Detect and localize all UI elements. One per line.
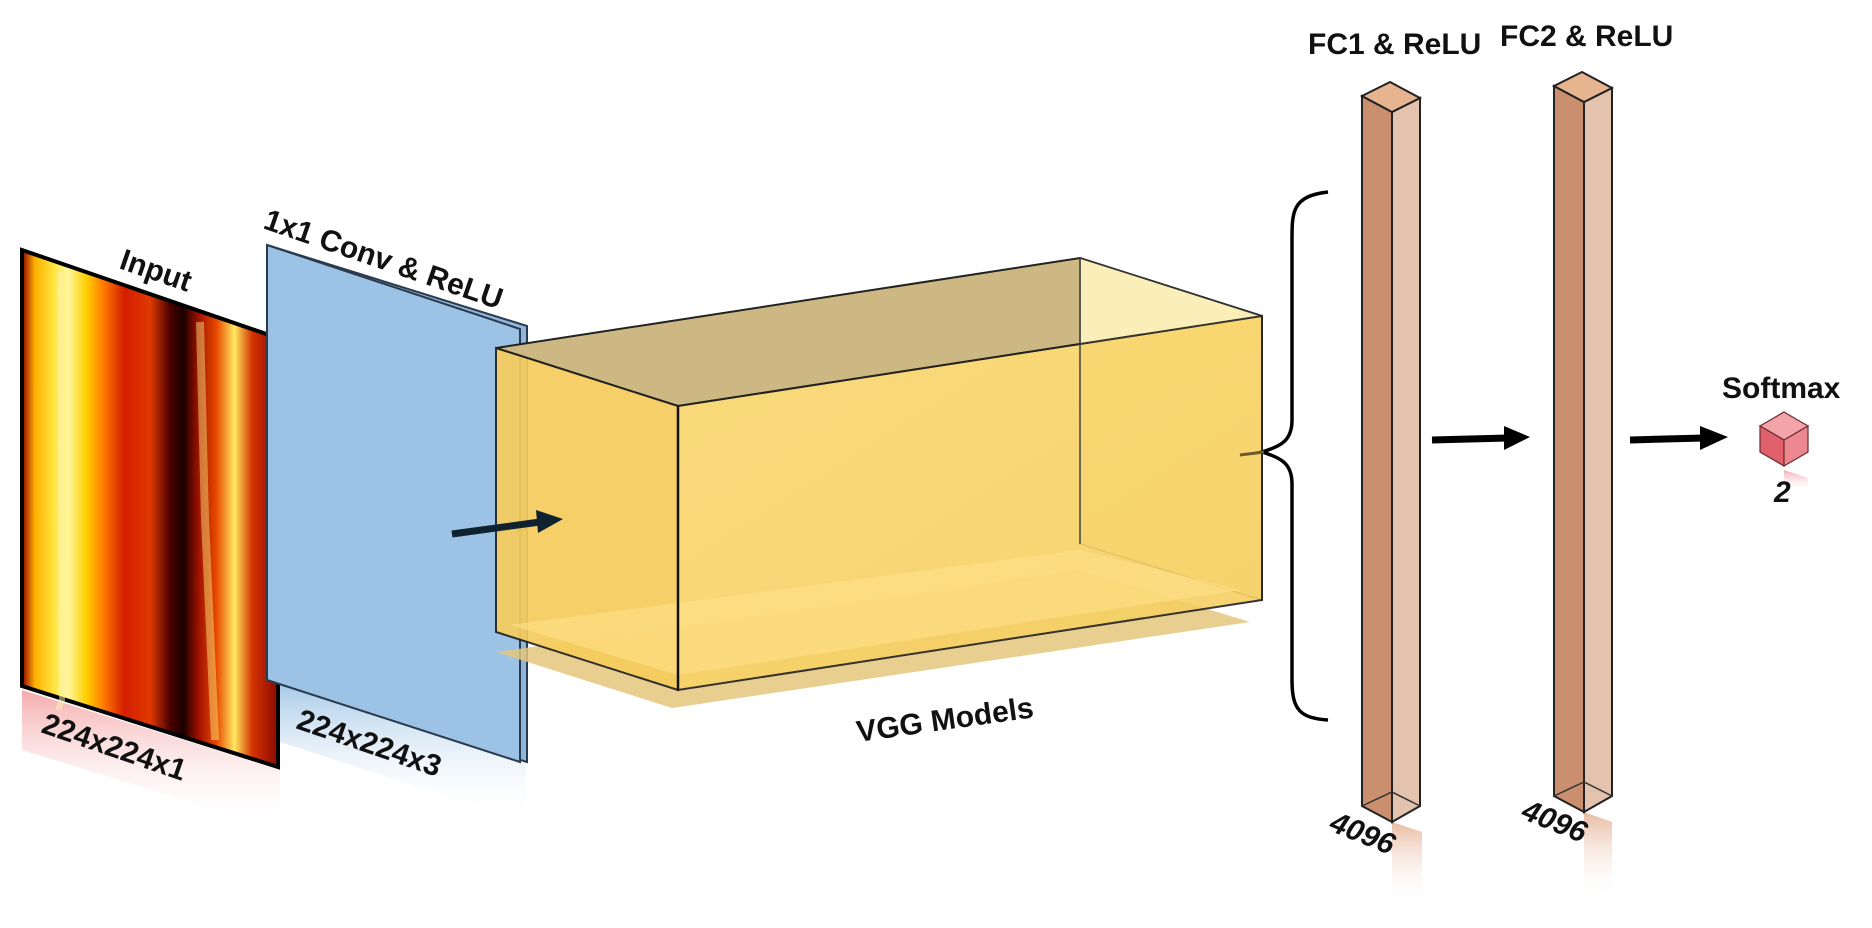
arrow-fc2-to-softmax [1629, 426, 1728, 450]
conv-reflection [280, 680, 526, 822]
fc1-left-face [1361, 94, 1393, 824]
fc2-right-face [1583, 86, 1613, 814]
vgg-label: VGG Models [854, 691, 1035, 749]
vgg-floor-glow [510, 550, 1240, 675]
softmax-cube-right [1783, 424, 1809, 468]
arrow-conv-to-vgg [451, 510, 563, 538]
fc1-reflection [1392, 822, 1422, 905]
fc1-layer: FC1 & ReLU 4096 [1308, 28, 1481, 905]
fc2-title: FC2 & ReLU [1500, 20, 1673, 53]
vgg-block: VGG Models [495, 256, 1263, 749]
grouping-brace [1255, 190, 1329, 722]
fc2-top-face [1551, 70, 1615, 104]
brace-connector [1239, 450, 1265, 457]
input-reflection [22, 690, 280, 830]
fc1-right-face [1391, 96, 1421, 824]
input-heatmap-texture-2 [196, 321, 219, 741]
fc2-layer: FC2 & ReLU 4096 [1500, 20, 1673, 900]
fc2-left-face [1553, 84, 1585, 814]
arrow-fc1-to-fc2 [1431, 426, 1530, 450]
fc1-title: FC1 & ReLU [1308, 28, 1481, 61]
softmax-layer: Softmax 2 [1722, 372, 1841, 509]
fc1-bottom-edge [1361, 791, 1421, 807]
softmax-reflection [1784, 470, 1808, 492]
softmax-title: Softmax [1722, 372, 1841, 405]
input-heatmap [20, 247, 280, 770]
fc2-reflection [1584, 812, 1612, 900]
input-heatmap-texture [55, 271, 66, 712]
conv-plane [266, 243, 521, 764]
input-layer: Input 224x224x1 [20, 243, 280, 830]
fc1-top-face [1359, 80, 1423, 114]
conv-layer: 1x1 Conv & ReLU 224x224x3 [260, 203, 528, 822]
fc2-bottom-edge [1553, 781, 1613, 797]
softmax-size-label: 2 [1773, 476, 1791, 509]
